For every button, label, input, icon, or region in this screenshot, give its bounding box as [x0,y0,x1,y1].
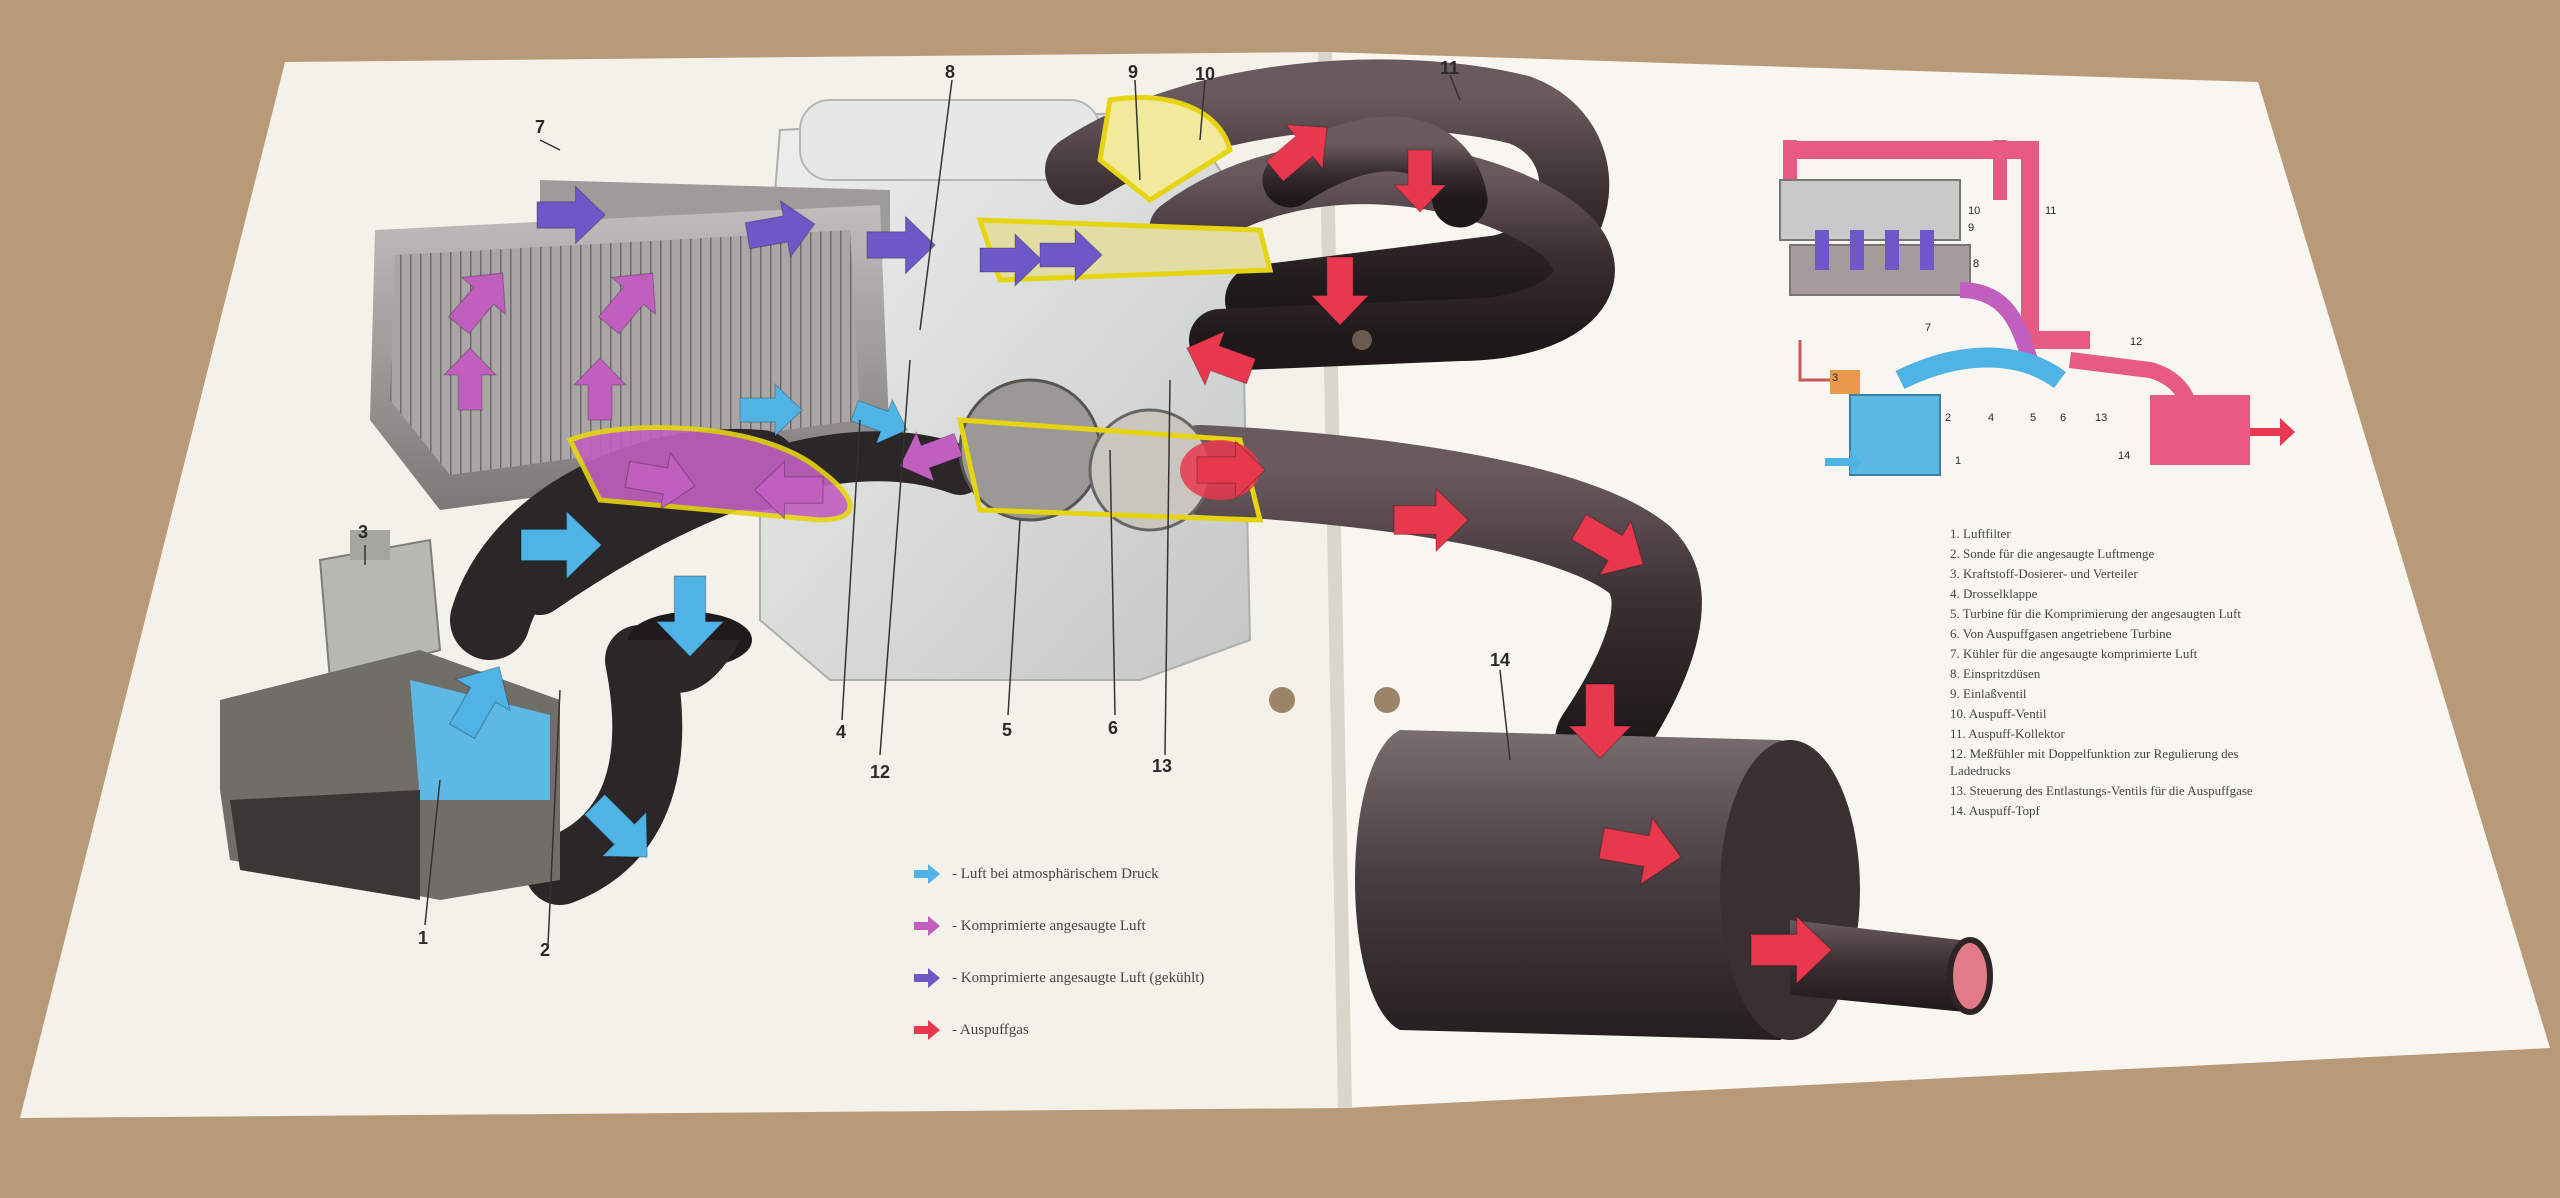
key-item: 10. Auspuff-Ventil [1950,706,2047,721]
callout-14: 14 [1490,650,1511,670]
schematic-label-14: 14 [2118,450,2131,462]
key-item: 4. Drosselklappe [1950,586,2038,601]
flow-arrow [979,232,1043,288]
flow-arrow [1392,149,1448,213]
callout-4: 4 [836,722,847,742]
muffler [1355,730,1993,1040]
flow-arrow [536,185,606,245]
flow-arrow [739,382,803,438]
schematic-label-3: 3 [1832,372,1839,384]
arrow-icon [914,968,940,988]
key-item: 1. Luftfilter [1950,526,2011,541]
legend-item-atmospheric: - Luft bei atmosphärischem Druck [912,862,1159,886]
turbocharger [956,378,1264,532]
callout-11: 11 [1440,58,1460,78]
schematic-label-10: 10 [1968,205,1981,217]
legend-label: - Komprimierte angesaugte Luft [952,917,1146,934]
flow-arrow [1598,816,1682,886]
callout-3: 3 [358,522,369,542]
schematic-label-1: 1 [1955,455,1962,467]
callout-5: 5 [1002,720,1013,740]
schematic-label-6: 6 [2060,412,2067,424]
flow-arrow [520,509,603,581]
key-item: 12. Meßfühler mit Doppelfunktion zur Reg… [1950,746,2239,778]
punch-hole [1374,687,1400,713]
flow-arrow [624,451,696,511]
schematic-label-4: 4 [1988,412,1995,424]
flow-arrow [597,272,657,335]
key-item: 8. Einspritzdüsen [1950,666,2041,681]
schematic-label-11: 11 [2045,205,2057,217]
key-item: 7. Kühler für die angesaugte komprimiert… [1950,646,2198,661]
component-key: 1. Luftfilter 2. Sonde für die angesaugt… [1950,525,2290,822]
schematic-label-8: 8 [1973,258,1980,270]
flow-arrow [442,347,498,411]
flow-arrow [1265,123,1328,183]
legend-item-cooled: - Komprimierte angesaugte Luft (gekühlt) [912,966,1204,990]
schematic-label-7: 7 [1925,322,1932,334]
legend-label: - Luft bei atmosphärischem Druck [952,865,1159,882]
key-item: 9. Einlaßventil [1950,686,2027,701]
key-item: 13. Steuerung des Entlastungs-Ventils fü… [1950,783,2253,798]
schematic-label-2: 2 [1945,412,1952,424]
flow-arrow [1310,256,1370,326]
flow-arrow [1039,227,1103,283]
flow-arrow [744,199,816,259]
key-item: 11. Auspuff-Kollektor [1950,726,2065,741]
callout-6: 6 [1108,718,1119,738]
callout-8: 8 [945,62,956,82]
flow-arrow [754,460,824,520]
flow-arrow [1567,683,1633,760]
callout-10: 10 [1195,64,1216,84]
schematic-label-9: 9 [1968,222,1975,234]
flow-arrow [572,357,628,421]
legend-item-compressed: - Komprimierte angesaugte Luft [912,914,1146,938]
flow-arrow [866,215,936,275]
flow-arrow [850,398,908,445]
flow-arrow [583,793,648,858]
flow-arrow [1393,487,1470,553]
punch-hole [1352,330,1372,350]
flow-arrow [448,665,511,740]
leader-lines [364,74,1511,946]
legend-label: - Komprimierte angesaugte Luft (gekühlt) [952,969,1205,986]
arrow-icon [914,864,940,884]
schematic-label-12: 12 [2130,336,2143,348]
arrow-icon [914,916,940,936]
flow-arrow [447,272,507,335]
key-item: 6. Von Auspuffgasen angetriebene Turbine [1950,626,2172,641]
legend-label: - Auspuffgas [952,1021,1029,1038]
fuel-distributor [318,530,442,682]
callout-12: 12 [870,762,891,782]
flow-arrows [442,123,1833,986]
flow-arrow [654,575,726,658]
callout-2: 2 [540,940,551,960]
callout-9: 9 [1128,62,1139,82]
callout-7: 7 [535,117,546,137]
schematic [1779,140,2295,476]
air-filter-box [220,650,560,900]
key-item: 14. Auspuff-Topf [1950,803,2040,818]
flow-arrow [899,431,963,483]
key-item: 2. Sonde für die angesaugte Luftmenge [1950,546,2155,561]
key-item: 3. Kraftstoff-Dosierer- und Verteiler [1950,566,2138,581]
flow-arrow [1570,513,1645,576]
callout-1: 1 [418,928,429,948]
flow-arrow [1750,914,1833,986]
key-item: 5. Turbine für die Komprimierung der ang… [1950,606,2241,621]
arrow-icon [914,1020,940,1040]
schematic-label-5: 5 [2030,412,2037,424]
punch-hole [1269,687,1295,713]
flow-arrow [1186,330,1257,387]
schematic-label-13: 13 [2095,412,2108,424]
flow-arrow [1196,440,1266,500]
callout-13: 13 [1152,756,1173,776]
legend-item-exhaust: - Auspuffgas [912,1018,1029,1042]
